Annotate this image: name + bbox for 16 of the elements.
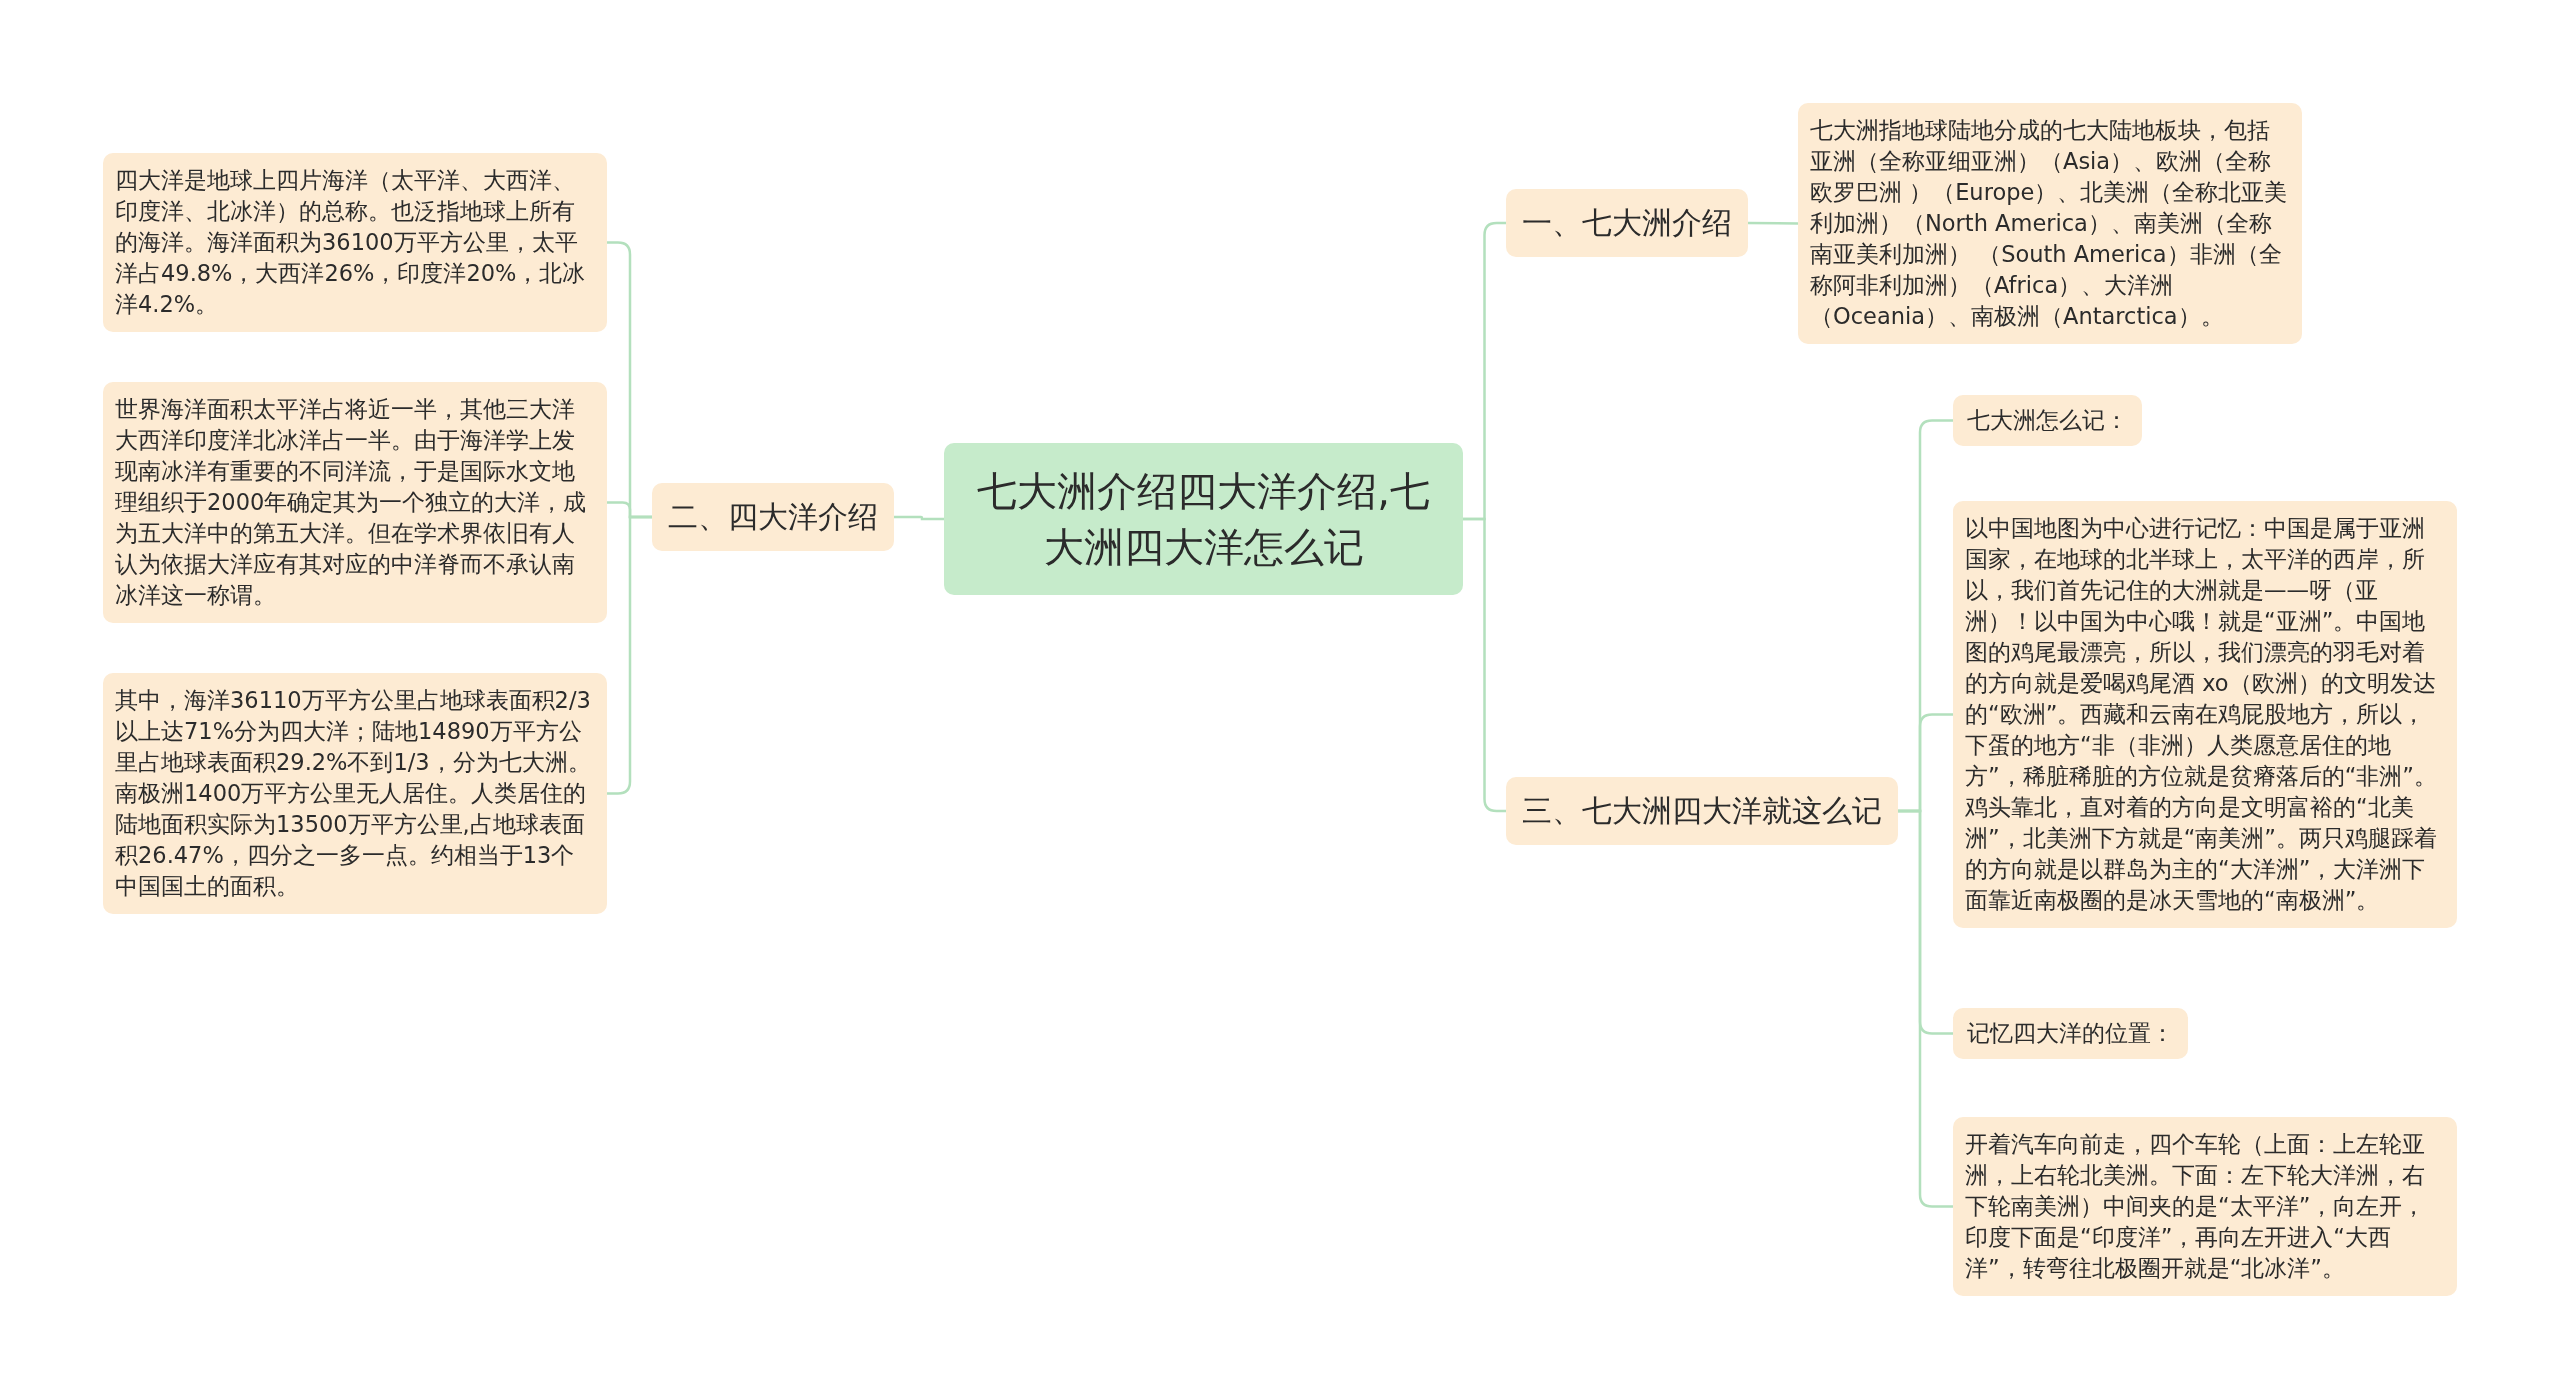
note-box: 四大洋是地球上四片海洋（太平洋、大西洋、印度洋、北冰洋）的总称。也泛指地球上所有的海洋。海洋面积为36100万平方公里，太平洋占49.8%，大西洋26%，印度洋20%，北冰洋4.2%。	[103, 153, 607, 332]
note-box: 其中，海洋36110万平方公里占地球表面积2/3以上达71%分为四大洋；陆地14890万平方公里占地球表面积29.2%不到1/3，分为七大洲。南极洲1400万平方公里无人居住。人类居住的陆地面积实际为13500万平方公里,占地球表面积26.47%，四分之一多一点。约相当于13个中国国土的面积。	[103, 673, 607, 914]
connector-line	[1748, 221, 1798, 225]
topic-box: 一、七大洲介绍	[1506, 189, 1748, 257]
connector-line	[1463, 517, 1506, 813]
note-box: 世界海洋面积太平洋占将近一半，其他三大洋大西洋印度洋北冰洋占一半。由于海洋学上发现南冰洋有重要的不同洋流，于是国际水文地理组织于2000年确定其为一个独立的大洋，成为五大洋中的第五大洋。但在学术界依旧有人认为依据大洋应有其对应的中洋脊而不承认南冰洋这一称谓。	[103, 382, 607, 623]
note-box: 七大洲指地球陆地分成的七大陆地板块，包括亚洲（全称亚细亚洲）（Asia）、欧洲（全称欧罗巴洲 ）（Europe）、北美洲（全称北亚美利加洲）（North America）、南美洲（全称南亚美利加洲） （South America）非洲（全称阿非利加洲）（Africa）、大洋洲（Oceania）、南极洲（Antarctica）。	[1798, 103, 2302, 344]
topic-box: 二、四大洋介绍	[652, 483, 894, 551]
subtopic-box: 七大洲怎么记：	[1953, 395, 2142, 446]
subtopic-box: 记忆四大洋的位置：	[1953, 1008, 2188, 1059]
note-box: 以中国地图为中心进行记忆：中国是属于亚洲国家，在地球的北半球上，太平洋的西岸，所以，我们首先记住的大洲就是——呀（亚洲）！以中国为中心哦！就是“亚洲”。中国地图的鸡尾最漂亮，所以，我们漂亮的羽毛对着的方向就是爱喝鸡尾酒 xo（欧洲）的文明发达的“欧洲”。西藏和云南在鸡屁股地方，所以，下蛋的地方“非（非洲）人类愿意居住的地方”，稀脏稀脏的方位就是贫瘠落后的“非洲”。鸡头靠北，直对着的方向是文明富裕的“北美洲”，北美洲下方就是“南美洲”。两只鸡腿踩着的方向就是以群岛为主的“大洋洲”，大洋洲下面靠近南极圈的是冰天雪地的“南极洲”。	[1953, 501, 2457, 928]
topic-box: 三、七大洲四大洋就这么记	[1506, 777, 1898, 845]
central-topic-box: 七大洲介绍四大洋介绍,七大洲四大洋怎么记	[944, 443, 1463, 595]
connector-line	[894, 515, 944, 521]
note-box: 开着汽车向前走，四个车轮（上面：上左轮亚洲，上右轮北美洲。下面：左下轮大洋洲，右下轮南美洲）中间夹的是“太平洋”，向左开，印度下面是“印度洋”，再向左开进入“大西洋”，转弯往北极圈开就是“北冰洋”。	[1953, 1117, 2457, 1296]
connector-line	[607, 515, 652, 795]
